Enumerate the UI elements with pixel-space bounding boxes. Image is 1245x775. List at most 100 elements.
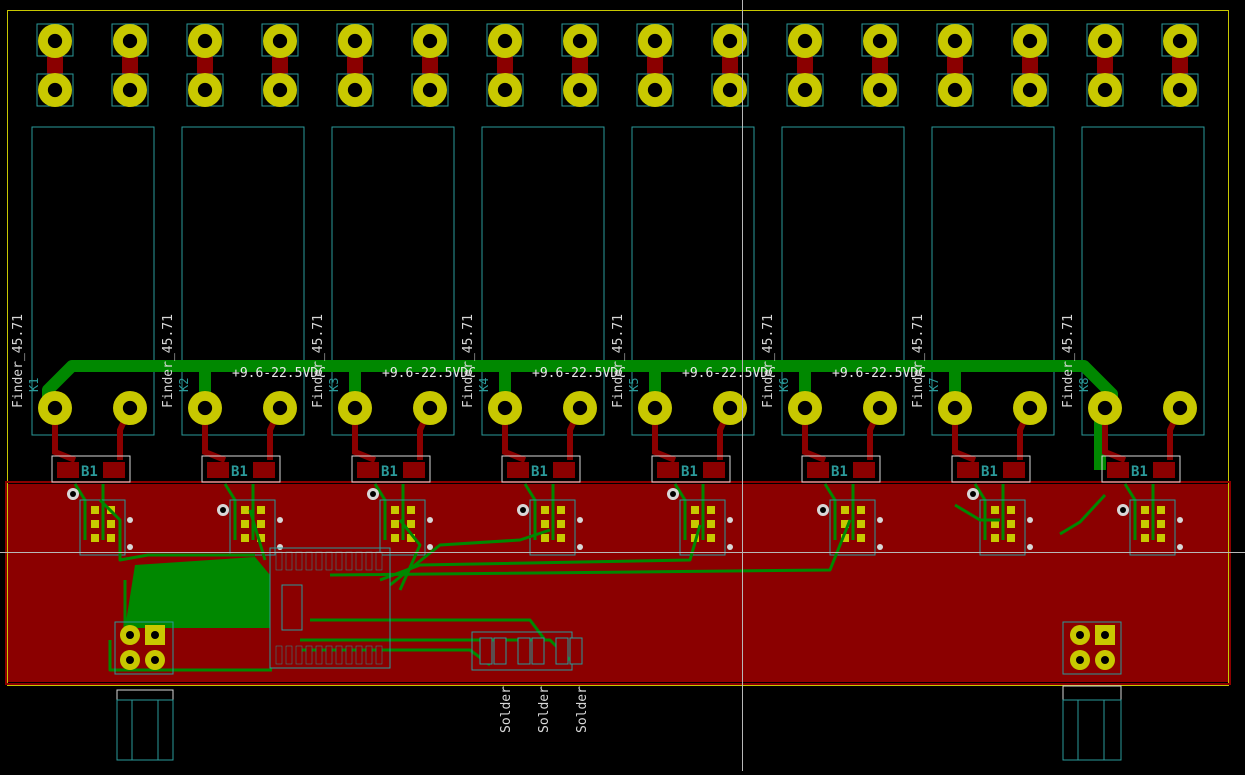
mcu-pad bbox=[355, 645, 363, 665]
terminal-pad-hole bbox=[1097, 33, 1113, 49]
smd-pad bbox=[557, 506, 565, 514]
signal-track bbox=[379, 524, 702, 582]
via bbox=[1177, 544, 1183, 550]
smd-pad bbox=[1007, 520, 1015, 528]
relay-footprint-label: Finder_45.71 bbox=[461, 314, 476, 408]
driver-courtyard bbox=[529, 499, 576, 556]
relay-courtyard bbox=[481, 126, 605, 436]
diode-silk bbox=[1101, 455, 1181, 483]
diode-pad bbox=[553, 462, 575, 478]
smd-pad bbox=[857, 506, 865, 514]
via bbox=[127, 544, 133, 550]
relay-footprint-label: Finder_45.71 bbox=[11, 314, 26, 408]
jumper-pads bbox=[479, 637, 583, 665]
diode-pad bbox=[1107, 462, 1129, 478]
terminal-pad-hole bbox=[197, 82, 213, 98]
diode-pad bbox=[253, 462, 275, 478]
solder-jumpers: Solder Solder Solder bbox=[471, 631, 590, 733]
terminal-pad-hole bbox=[347, 33, 363, 49]
smd-pad bbox=[707, 506, 715, 514]
diode-pad bbox=[357, 462, 379, 478]
diode-pad bbox=[1003, 462, 1025, 478]
relay-courtyards bbox=[31, 126, 1205, 436]
smd-pad bbox=[991, 534, 999, 542]
mcu-pad bbox=[295, 551, 303, 571]
diode-label: B1 bbox=[831, 464, 848, 480]
relay-ref-label: K1 bbox=[27, 378, 41, 392]
smd-pad bbox=[1157, 534, 1165, 542]
solder-jumper-label-2: Solder bbox=[537, 686, 552, 733]
solder-jumper-label-1: Solder bbox=[499, 686, 514, 733]
smd-pad bbox=[557, 534, 565, 542]
via bbox=[877, 517, 883, 523]
terminal-pad-hole bbox=[122, 82, 138, 98]
diode-label: B1 bbox=[981, 464, 998, 480]
coil-pad-hole bbox=[497, 400, 513, 416]
net-label: +9.6-22.5VDC bbox=[232, 366, 326, 381]
driver-courtyard bbox=[679, 499, 726, 556]
smd-pad bbox=[857, 534, 865, 542]
coil-pad-hole bbox=[647, 400, 663, 416]
net-label: +9.6-22.5VDC bbox=[682, 366, 776, 381]
coil-pad-hole bbox=[272, 400, 288, 416]
terminal-pad-hole bbox=[422, 33, 438, 49]
diode-pad bbox=[657, 462, 679, 478]
terminal-pad-hole bbox=[272, 33, 288, 49]
smd-pad bbox=[107, 520, 115, 528]
diode-label: B1 bbox=[531, 464, 548, 480]
net-label: +9.6-22.5VDC bbox=[382, 366, 476, 381]
signal-track bbox=[389, 528, 551, 587]
smd-pad bbox=[541, 506, 549, 514]
relay-courtyard bbox=[31, 126, 155, 436]
coil-pad-hole bbox=[1172, 400, 1188, 416]
smd-pad bbox=[1141, 534, 1149, 542]
via bbox=[277, 544, 283, 550]
terminal-pad-hole bbox=[872, 33, 888, 49]
relay-courtyard bbox=[331, 126, 455, 436]
diode-pad bbox=[57, 462, 79, 478]
via bbox=[877, 544, 883, 550]
jumper-pad bbox=[493, 637, 507, 665]
mcu-pad bbox=[355, 551, 363, 571]
mcu-pad bbox=[365, 645, 373, 665]
diode-silk bbox=[201, 455, 281, 483]
solder-jumper-label-3: Solder bbox=[575, 686, 590, 733]
mcu-pad bbox=[345, 645, 353, 665]
terminal-pad-hole bbox=[47, 33, 63, 49]
via-hole bbox=[520, 507, 526, 513]
mcu-pad bbox=[335, 645, 343, 665]
signal-track bbox=[1059, 493, 1107, 536]
coil-pad-hole bbox=[347, 400, 363, 416]
driver-courtyard bbox=[829, 499, 876, 556]
signal-track bbox=[329, 519, 852, 577]
smd-pad bbox=[1141, 520, 1149, 528]
diode-label: B1 bbox=[231, 464, 248, 480]
driver-circuits bbox=[67, 483, 1183, 556]
via bbox=[127, 517, 133, 523]
smd-pad bbox=[841, 520, 849, 528]
relay-ref-label: K2 bbox=[177, 378, 191, 392]
smd-pad bbox=[691, 520, 699, 528]
mcu-pad bbox=[325, 551, 333, 571]
mcu-pad bbox=[315, 645, 323, 665]
smd-pad bbox=[857, 520, 865, 528]
copper-fill-zone-outline bbox=[5, 481, 1231, 685]
board-outline bbox=[7, 10, 1229, 686]
via-hole bbox=[670, 491, 676, 497]
diode-pad bbox=[1153, 462, 1175, 478]
smd-pad bbox=[1007, 506, 1015, 514]
mcu-pad bbox=[325, 645, 333, 665]
driver-courtyard bbox=[379, 499, 426, 556]
diode-pad bbox=[207, 462, 229, 478]
terminal-pad-hole bbox=[1097, 82, 1113, 98]
diode-silk bbox=[501, 455, 581, 483]
mcu-pads bbox=[275, 551, 383, 665]
net-label: +9.6-22.5VDC bbox=[532, 366, 626, 381]
diode-label: B1 bbox=[81, 464, 98, 480]
smd-pad bbox=[1157, 520, 1165, 528]
terminal-pad-hole bbox=[47, 82, 63, 98]
terminal-pad-hole bbox=[497, 33, 513, 49]
coil-pad-hole bbox=[47, 400, 63, 416]
